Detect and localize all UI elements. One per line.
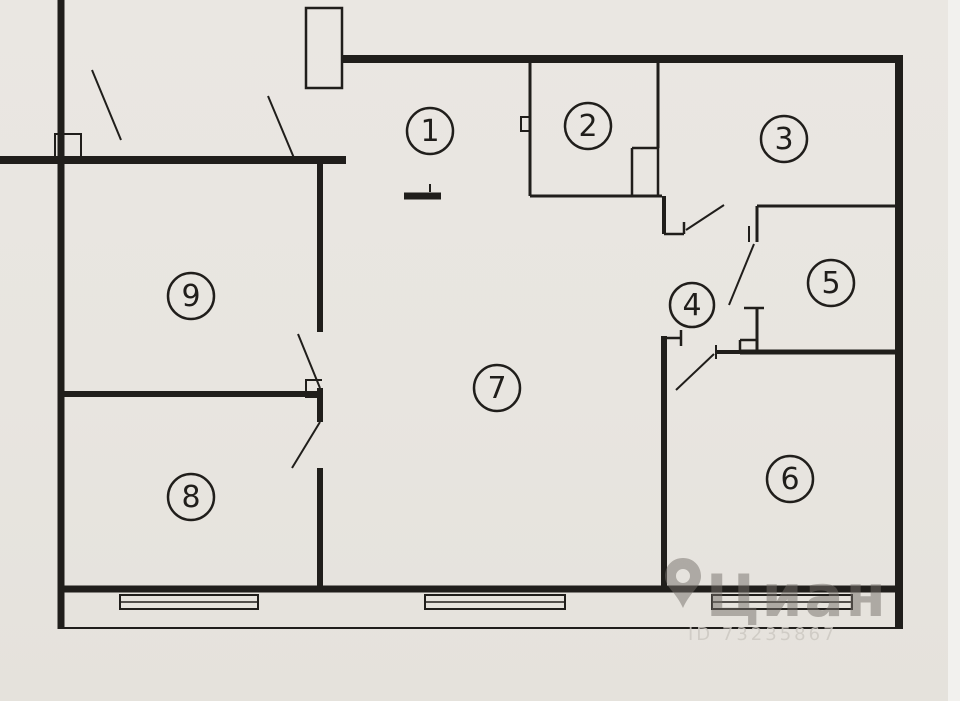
room-label-3: 3 [759,114,809,164]
room-label-1: 1 [405,106,455,156]
room-label-6: 6 [765,454,815,504]
room-label-4: 4 [668,281,716,329]
location-pin-icon [665,558,701,608]
room-number-text: 5 [821,266,840,301]
room-label-2: 2 [563,101,613,151]
room-number-text: 1 [420,114,439,149]
duct-shaft [304,6,344,90]
door-jamb [520,116,530,132]
room-number-text: 9 [181,279,200,314]
room-number-text: 2 [578,109,597,144]
door-leaf [267,95,295,159]
interior-walls-left [61,160,441,589]
room-number-circle [759,114,809,164]
rooms-3-5-walls [728,204,899,355]
room-number-circle [806,258,856,308]
room-number-circle [166,472,216,522]
door-leaf [685,204,725,231]
watermark-id-text: ID 73235867 [688,624,838,645]
room-number-circle [405,106,455,156]
room-number-text: 6 [780,462,799,497]
door-leaf [297,333,321,389]
room-number-text: 3 [774,122,793,157]
lobby-walls [661,196,725,589]
room-number-text: 7 [487,371,506,406]
room-number-circle [668,281,716,329]
wall-niche [54,133,82,159]
cian-watermark: Циан [665,558,888,630]
room6-door [675,345,742,391]
door-leaf [91,69,122,141]
door-leaf [728,243,755,306]
adjacent-structure [0,6,346,164]
room-label-9: 9 [166,271,216,321]
room-labels: 1 2 3 4 5 6 7 8 [166,101,856,522]
room-number-circle [166,271,216,321]
watermark-brand-text: Циан [706,562,888,630]
room-label-5: 5 [806,258,856,308]
room-number-circle [472,363,522,413]
room-label-7: 7 [472,363,522,413]
room-number-text: 8 [181,480,200,515]
room2-walls [520,63,662,198]
door-leaf [291,421,321,469]
windows [119,594,853,610]
room-number-circle [563,101,613,151]
room-label-8: 8 [166,472,216,522]
scan-edge [948,0,960,701]
room-number-circle [765,454,815,504]
door-leaf [675,353,715,391]
room-number-text: 4 [682,288,701,323]
door-jamb [305,379,322,398]
outer-walls [57,0,903,629]
